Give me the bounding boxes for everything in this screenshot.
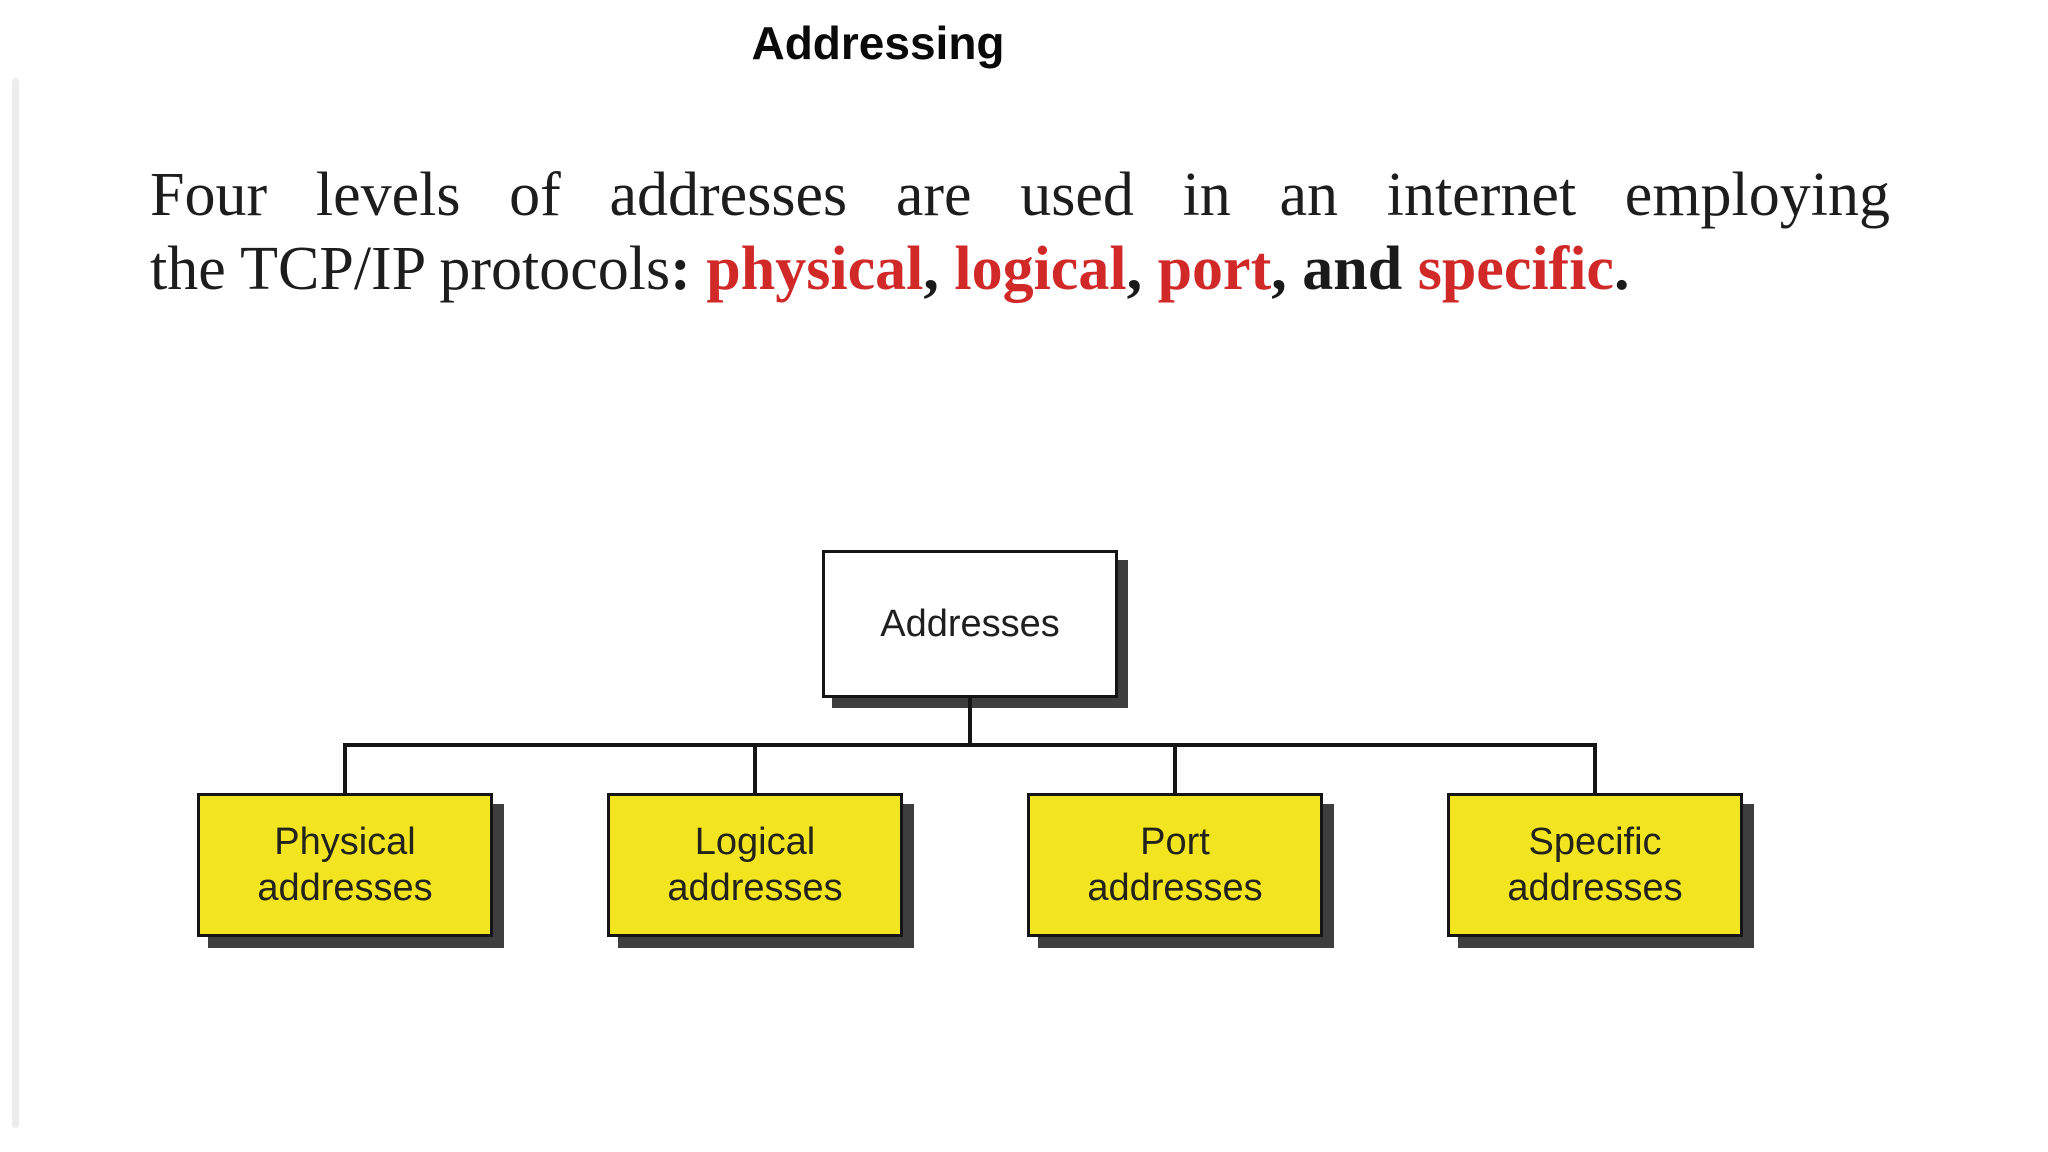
node-logical-addresses: Logical addresses [607,793,903,937]
keyword-physical: physical [706,235,924,303]
paragraph-line-1: Four levels of addresses are used in an … [150,161,1890,229]
text-segment: , [1126,235,1158,303]
text-segment: , [923,235,955,303]
text-segment: the TCP/IP protocols [150,235,671,303]
page-edge-line [12,78,19,1128]
node-label-line: Port [1140,821,1210,863]
node-label-line: addresses [1087,867,1263,909]
text-segment: : [670,235,707,303]
node-physical-addresses: Physical addresses [197,793,493,937]
node-specific-addresses: Specific addresses [1447,793,1743,937]
connector-drop-port [1173,745,1177,795]
connector-horizontal [343,743,1597,747]
node-port-addresses: Port addresses [1027,793,1323,937]
paragraph-line-2: the TCP/IP protocols: physical, logical,… [150,232,1890,306]
text-segment: , [1271,235,1303,303]
node-label-line: addresses [257,867,433,909]
node-addresses-label: Addresses [880,603,1060,645]
keyword-specific: specific [1417,235,1614,303]
connector-drop-specific [1593,745,1597,795]
node-label-line: addresses [667,867,843,909]
connector-drop-physical [343,745,347,795]
slide-title: Addressing [751,17,1005,69]
connector-root-stem [968,697,972,745]
node-addresses: Addresses [822,550,1118,698]
intro-paragraph: Four levels of addresses are used in an … [150,158,1890,306]
text-segment: and [1302,235,1418,303]
node-label-line: addresses [1507,867,1683,909]
text-segment: . [1613,235,1630,303]
connector-drop-logical [753,745,757,795]
keyword-port: port [1157,235,1272,303]
node-label-line: Physical [274,821,416,863]
keyword-logical: logical [954,235,1127,303]
node-label-line: Specific [1528,821,1662,863]
node-label-line: Logical [694,821,816,863]
